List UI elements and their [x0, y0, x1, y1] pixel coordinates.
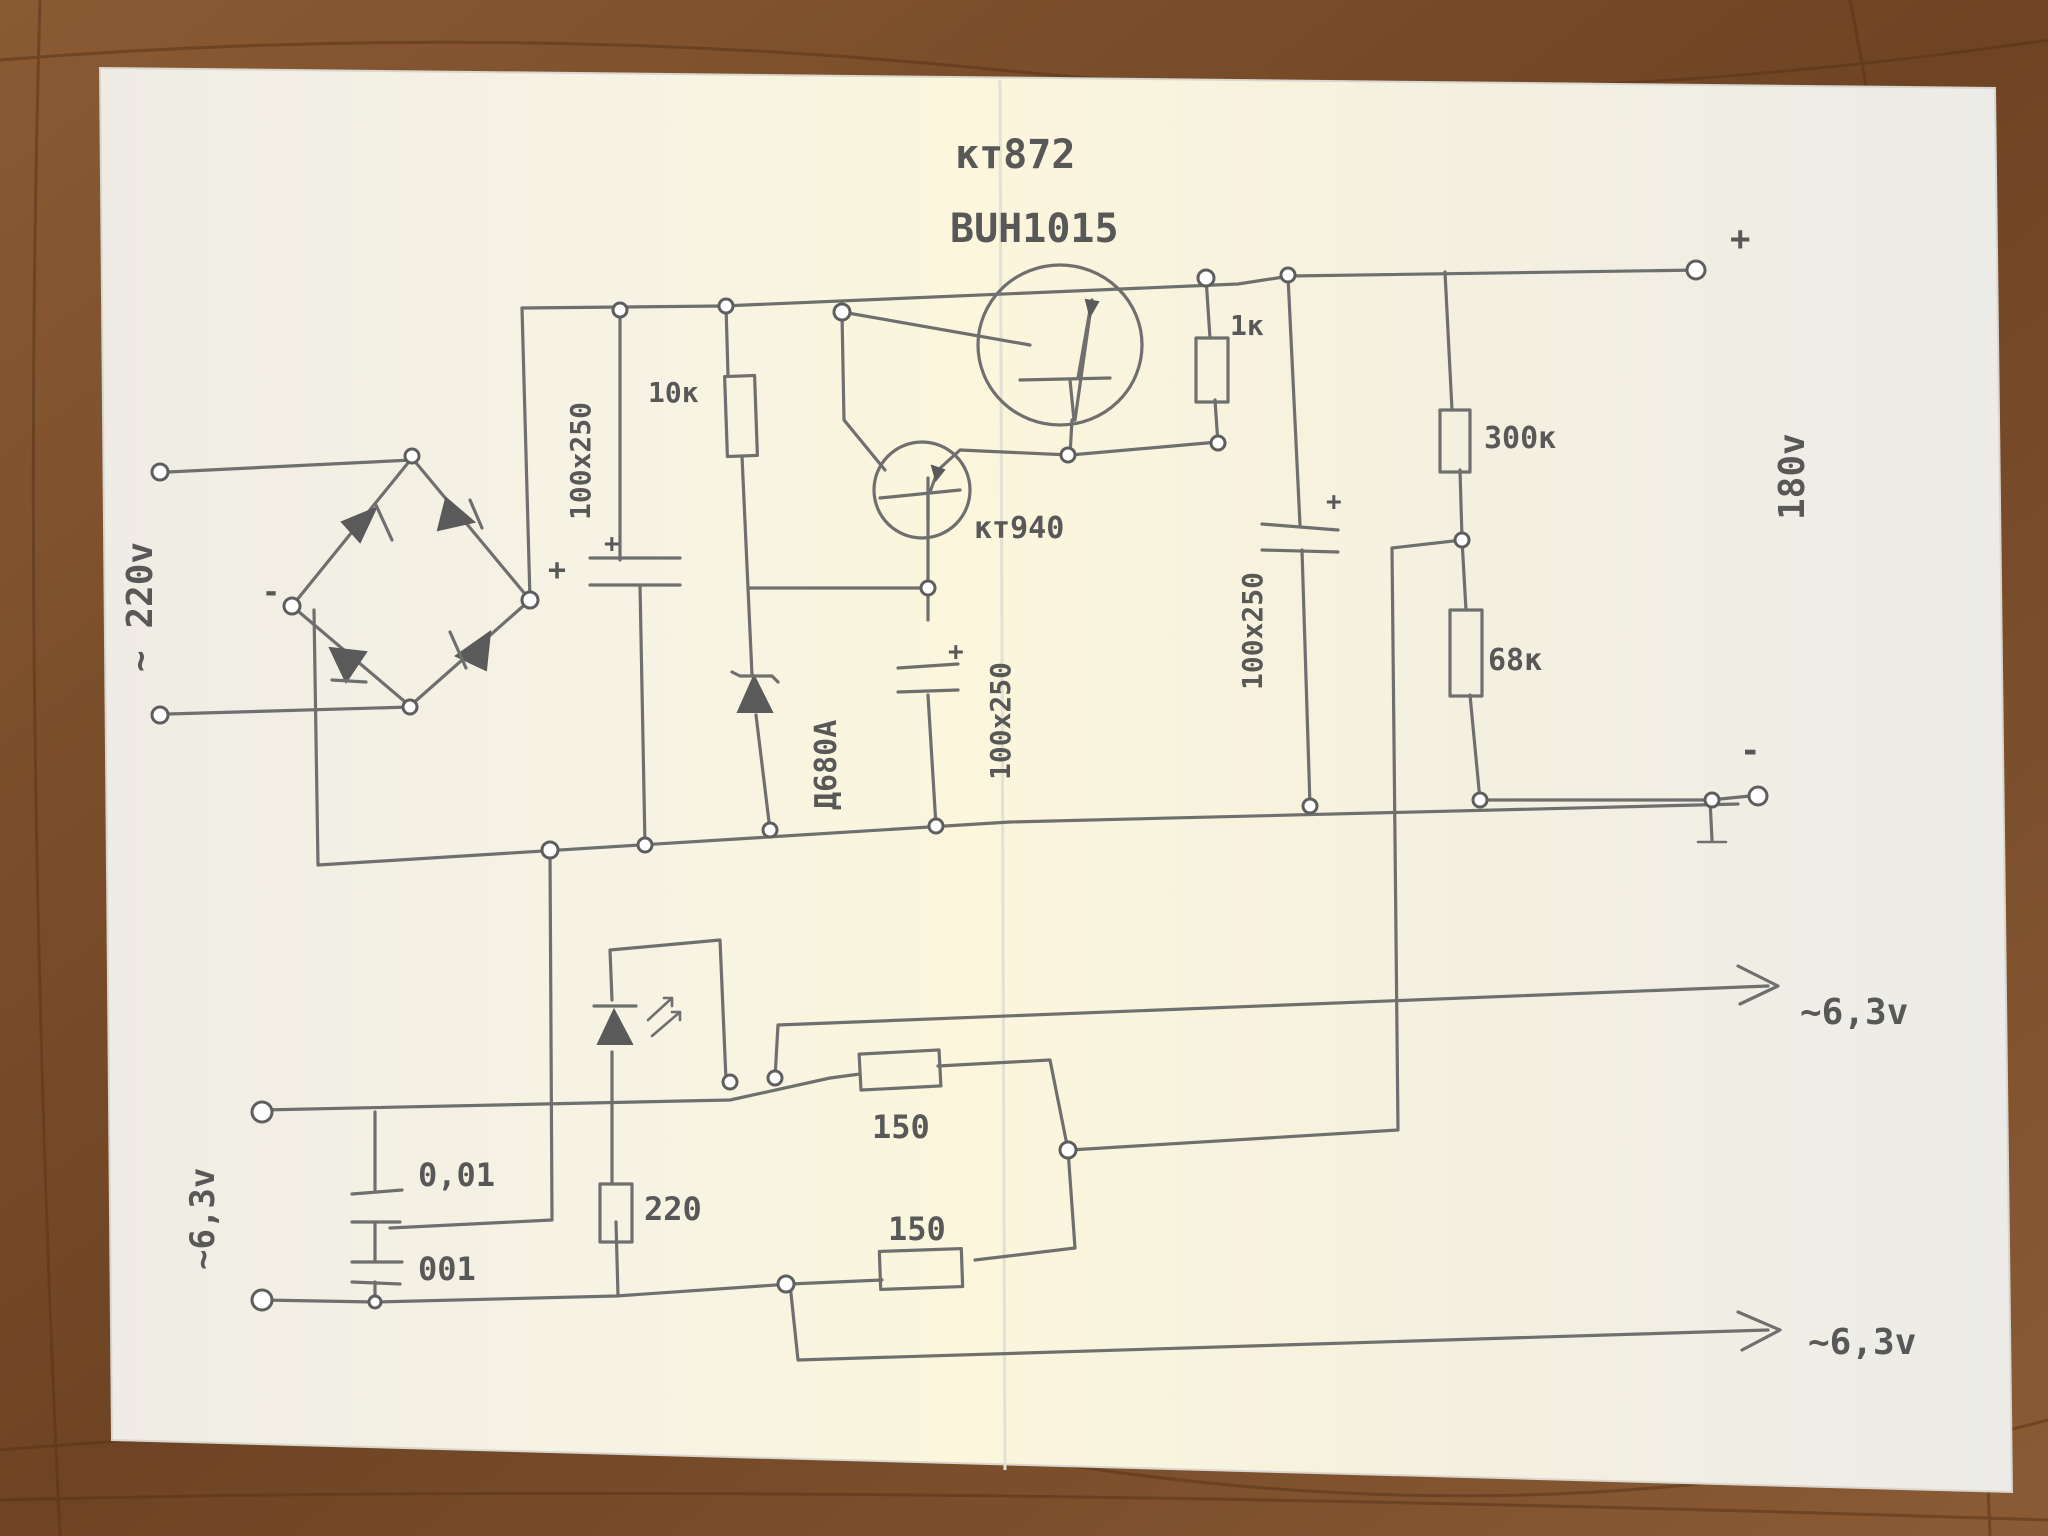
- resistor-150-b: [877, 1246, 965, 1292]
- paper-fold: [998, 79, 1007, 1471]
- resistor-68k: [1448, 608, 1484, 698]
- terminal-ac-2: [150, 705, 170, 725]
- label-res-150-a: 150: [872, 1108, 930, 1146]
- label-cap-plus-2: +: [948, 637, 964, 667]
- led-icon: [596, 1007, 634, 1045]
- label-bridge-minus: -: [262, 575, 280, 610]
- label-kt940: кт940: [974, 511, 1064, 546]
- diode-icon: [436, 496, 477, 532]
- label-cap3: 100x250: [1236, 572, 1269, 690]
- diode-icon: [328, 646, 368, 685]
- label-cap-plus-3: +: [1326, 487, 1342, 517]
- label-kt872: кт872: [955, 132, 1075, 178]
- transistor-kt940: [872, 440, 972, 540]
- label-out-plus: +: [1730, 219, 1750, 259]
- diode-icon: [340, 506, 379, 544]
- led-diode: [592, 996, 682, 1045]
- label-out-minus: -: [1740, 731, 1760, 771]
- resistor-150-a: [857, 1048, 943, 1092]
- label-res-150-b: 150: [888, 1210, 946, 1248]
- terminal-heater-in-2: [250, 1288, 274, 1312]
- bridge-rectifier: [328, 496, 492, 685]
- label-cap-001-a: 0,01: [418, 1156, 495, 1194]
- label-cap-plus-1: +: [604, 529, 620, 559]
- zener-diode-icon: [736, 673, 774, 713]
- resistor-10k: [723, 373, 759, 459]
- terminal-out-minus: [1747, 785, 1769, 807]
- resistor-220: [598, 1182, 634, 1244]
- label-out-voltage: 180v: [1772, 433, 1813, 520]
- label-heater-out-1: ~6,3v: [1800, 992, 1908, 1033]
- capacitor-1: [588, 556, 682, 587]
- resistor-1k: [1194, 336, 1230, 404]
- terminal-out-plus: [1685, 259, 1707, 281]
- terminal-ac-1: [150, 462, 170, 482]
- heater-capacitors: [350, 1188, 404, 1286]
- label-input-220v: ~ 220v: [120, 542, 161, 672]
- label-cap-001-b: 001: [418, 1250, 476, 1288]
- terminal-heater-in-1: [250, 1100, 274, 1124]
- label-res-300k: 300к: [1484, 421, 1556, 456]
- label-zener-d680a: Д680А: [809, 720, 844, 810]
- transistor-kt872: [976, 263, 1144, 427]
- label-buh1015: BUH1015: [950, 206, 1119, 252]
- label-bridge-plus: +: [548, 553, 566, 588]
- label-res-220: 220: [644, 1190, 702, 1228]
- diode-icon: [454, 629, 492, 672]
- terminals: [150, 259, 1769, 1312]
- label-heater-out-2: ~6,3v: [1808, 1322, 1916, 1363]
- resistor-300k: [1438, 408, 1472, 474]
- paper-sheet: [98, 66, 2014, 1494]
- label-heater-in: ~6,3v: [183, 1168, 223, 1270]
- label-cap1: 100x250: [564, 402, 597, 520]
- label-res-1k: 1к: [1230, 309, 1264, 342]
- capacitor-3: [1260, 522, 1340, 554]
- capacitor-2: [896, 662, 960, 694]
- label-cap2: 100x250: [984, 662, 1017, 780]
- label-res-10k: 10к: [648, 376, 699, 409]
- labels: кт872 BUH1015 кт940 ~ 220v - + 100x250 1…: [120, 132, 1916, 1363]
- zener-diode: [730, 670, 780, 713]
- label-res-68k: 68к: [1488, 643, 1542, 678]
